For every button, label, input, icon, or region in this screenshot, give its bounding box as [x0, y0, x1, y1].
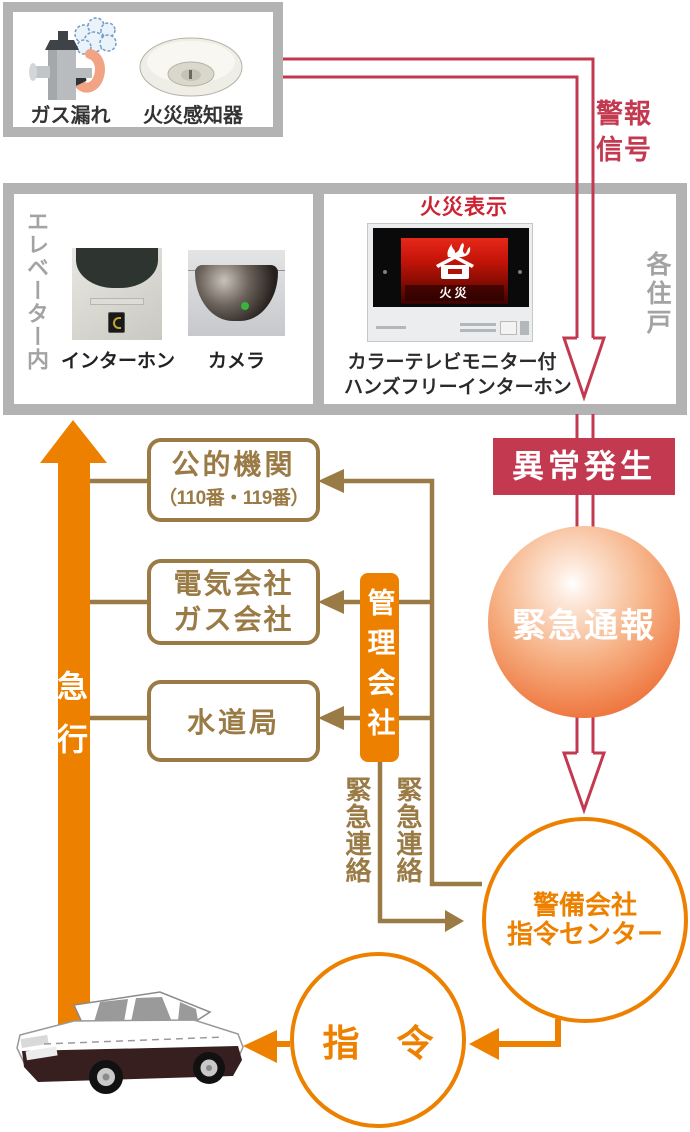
command-circle: 指 令 [290, 952, 466, 1128]
bezel-text-left [376, 326, 406, 329]
public-agency-box: 公的機関 （110番・119番） [147, 438, 320, 522]
gas-leak-icon [29, 17, 117, 100]
monitor-screen: 火災 [373, 228, 529, 307]
fire-display-label: 火災表示 [420, 196, 508, 219]
fire-alert-panel: 火災 [401, 238, 508, 304]
rear-wheel [193, 1052, 225, 1084]
elevator-interphone-photo [72, 248, 162, 340]
public-agency-title: 公的機関 [171, 448, 296, 480]
emergency-report-label: 緊急通報 [512, 606, 656, 645]
security-center-circle: 警備会社 指令センター [482, 817, 688, 1023]
water-bureau-label: 水道局 [186, 707, 280, 738]
interphone-label: インターホン [60, 351, 175, 372]
sensor-box: ガス漏れ 火災感知器 [3, 2, 283, 137]
water-bureau-box: 水道局 [147, 680, 320, 762]
gas-cloud [74, 17, 117, 55]
gas-hose [73, 49, 105, 93]
emergency-report-sphere: 緊急通報 [488, 526, 680, 718]
security-center-line1: 警備会社 [532, 889, 637, 920]
bezel-button [500, 321, 517, 335]
intercom-monitor: 火災 [367, 223, 533, 342]
camera-label: カメラ [207, 351, 265, 372]
command-label: 指 令 [322, 1023, 434, 1064]
utility-company-line1: 電気会社 [173, 567, 294, 599]
elevator-camera-photo [188, 250, 285, 336]
gas-leak-label: ガス漏れ [30, 105, 111, 127]
alarm-signal-label: 警報信号 [596, 99, 652, 166]
management-company-label: 管理会社 [364, 587, 396, 748]
security-center-line2: 指令センター [506, 919, 663, 949]
call-button [108, 312, 125, 333]
residence-box: エレベーター内 インターホン カメラ 火災表示 [3, 183, 687, 415]
screen-dot-right [518, 270, 522, 274]
camera-dome [195, 265, 278, 321]
phone-icon [113, 317, 121, 329]
elevator-label: エレベーター内 [24, 210, 49, 371]
fire-detector-label: 火災感知器 [143, 105, 243, 127]
bezel-text-center [460, 323, 496, 326]
label-strip [90, 298, 144, 305]
each-residence-label: 各住戸 [643, 251, 671, 338]
screen-dot-left [383, 270, 387, 274]
front-wheel [89, 1060, 123, 1094]
public-agency-subtitle: （110番・119番） [158, 487, 309, 509]
management-company-box: 管理会社 [360, 573, 399, 762]
utility-company-box: 電気会社 ガス会社 [147, 559, 320, 645]
section-divider [313, 194, 324, 404]
monitor-caption-line1: カラーテレビモニター付 [347, 352, 557, 373]
fire-detector-icon [139, 37, 243, 97]
alarm-arrowhead-bottom [561, 751, 607, 815]
patrol-car [16, 991, 244, 1094]
utility-company-line2: ガス会社 [173, 604, 294, 635]
bezel-slot [520, 321, 529, 335]
monitor-caption-line2: ハンズフリーインターホン [344, 377, 572, 398]
abnormality-banner: 異常発生 [493, 438, 675, 495]
bezel-text-center2 [460, 329, 496, 332]
emergency-contact-label-right: 緊急連絡 [393, 776, 423, 884]
camera-led [241, 302, 249, 310]
speaker-grille [76, 248, 158, 288]
emergency-contact-label-left: 緊急連絡 [342, 776, 372, 884]
burning-house-icon [435, 243, 474, 279]
fire-alert-text: 火災 [405, 285, 504, 301]
rush-label: 急行 [52, 670, 87, 776]
